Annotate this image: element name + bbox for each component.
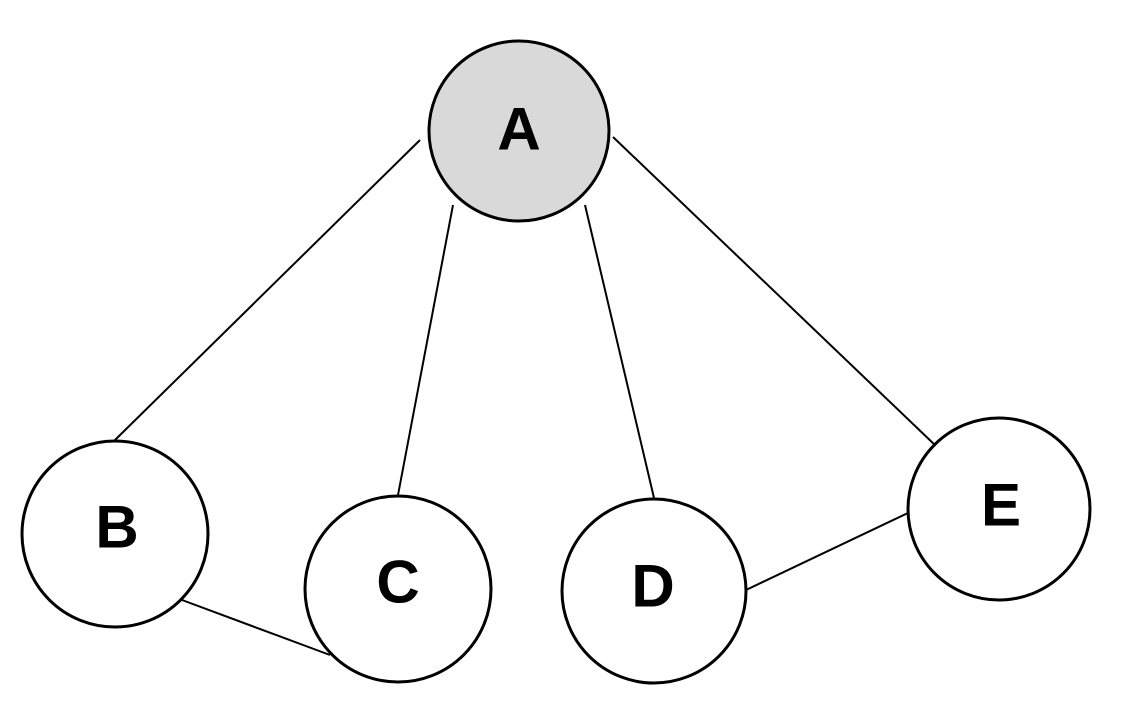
node-c-label: C xyxy=(376,549,419,616)
node-a-circle xyxy=(427,39,611,223)
node-d: D xyxy=(560,497,748,685)
node-e-circle xyxy=(906,416,1092,602)
node-e: E xyxy=(906,416,1092,602)
node-e-label: E xyxy=(981,472,1021,539)
edge-a-c xyxy=(397,204,454,496)
edge-a-e xyxy=(612,136,937,447)
edge-a-b xyxy=(114,139,421,441)
node-d-circle xyxy=(560,497,748,685)
edge-b-c xyxy=(181,599,331,656)
node-b-circle xyxy=(20,439,210,629)
node-b: B xyxy=(20,439,210,629)
node-a: A xyxy=(427,39,611,223)
node-c-circle xyxy=(303,494,493,684)
node-c: C xyxy=(303,494,493,684)
node-b-label: B xyxy=(95,494,138,561)
edge-a-d xyxy=(584,204,655,499)
node-d-label: D xyxy=(631,553,674,620)
node-a-label: A xyxy=(497,96,540,163)
edge-d-e xyxy=(745,511,911,591)
